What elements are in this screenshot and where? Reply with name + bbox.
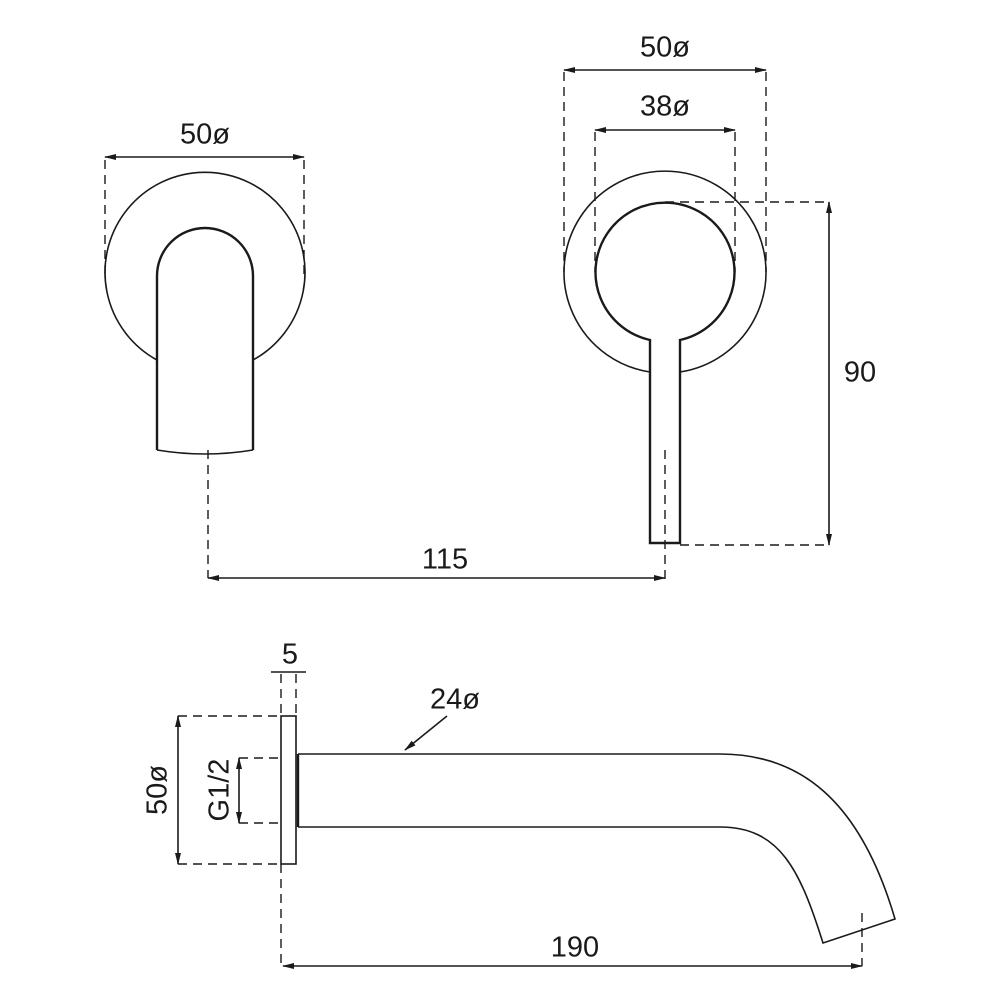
spout-side-view (175, 671, 896, 969)
pipe-diameter-label: 24ø (430, 683, 480, 716)
handle-height-label: 90 (843, 356, 877, 389)
thread-label: G1/2 (203, 758, 236, 822)
side-plate-diameter-label: 50ø (141, 765, 174, 815)
handle-inner-diameter-label: 38ø (640, 90, 690, 123)
front-spout-diameter-label: 50ø (180, 118, 230, 151)
handle-plate-diameter-label: 50ø (640, 31, 690, 64)
plate-thickness-label: 5 (281, 638, 299, 671)
spout-length-label: 190 (550, 931, 600, 964)
spout-front-view (104, 154, 306, 578)
handle-front-view (563, 67, 832, 580)
spacing-label: 115 (421, 543, 469, 576)
